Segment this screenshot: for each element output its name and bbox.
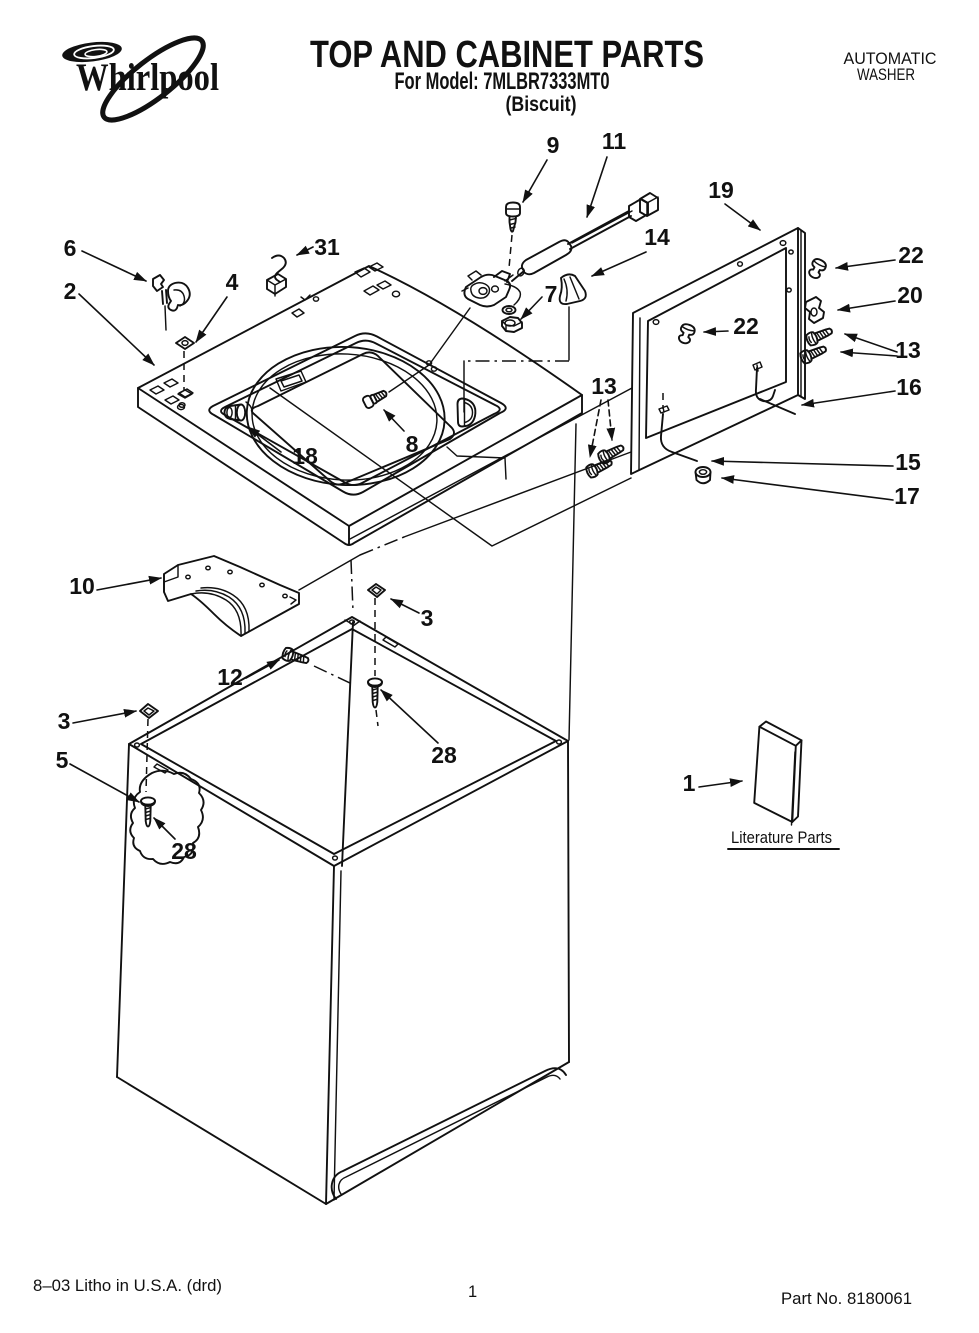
- svg-text:3: 3: [421, 605, 434, 631]
- svg-text:AUTOMATIC: AUTOMATIC: [844, 49, 937, 68]
- svg-text:14: 14: [644, 224, 670, 250]
- svg-text:16: 16: [896, 374, 922, 400]
- svg-text:1: 1: [468, 1283, 477, 1301]
- svg-text:8: 8: [406, 431, 419, 457]
- svg-text:Part No. 8180061: Part No. 8180061: [781, 1290, 912, 1308]
- svg-text:31: 31: [314, 234, 340, 260]
- svg-text:10: 10: [69, 573, 95, 599]
- svg-text:(Biscuit): (Biscuit): [506, 93, 577, 116]
- svg-text:For Model: 7MLBR7333MT0: For Model: 7MLBR7333MT0: [395, 68, 610, 95]
- svg-text:8–03 Litho in U.S.A. (drd): 8–03 Litho in U.S.A. (drd): [33, 1277, 222, 1295]
- svg-text:6: 6: [64, 235, 77, 261]
- svg-text:22: 22: [898, 242, 924, 268]
- svg-text:19: 19: [708, 177, 734, 203]
- svg-text:1: 1: [683, 770, 696, 796]
- svg-text:WASHER: WASHER: [857, 65, 915, 84]
- svg-text:13: 13: [591, 373, 617, 399]
- svg-text:13: 13: [895, 337, 921, 363]
- svg-text:4: 4: [226, 269, 239, 295]
- svg-text:TOP AND CABINET PARTS: TOP AND CABINET PARTS: [310, 34, 704, 76]
- svg-text:17: 17: [894, 483, 920, 509]
- svg-text:2: 2: [64, 278, 77, 304]
- svg-text:9: 9: [547, 132, 560, 158]
- svg-text:15: 15: [895, 449, 921, 475]
- svg-text:Literature Parts: Literature Parts: [731, 828, 832, 847]
- svg-text:5: 5: [56, 747, 69, 773]
- svg-text:11: 11: [602, 128, 627, 154]
- svg-text:22: 22: [733, 313, 759, 339]
- svg-text:20: 20: [897, 282, 923, 308]
- svg-text:7: 7: [545, 281, 558, 307]
- svg-text:28: 28: [431, 742, 457, 768]
- svg-text:3: 3: [58, 708, 71, 734]
- svg-text:Whirlpool: Whirlpool: [76, 56, 219, 99]
